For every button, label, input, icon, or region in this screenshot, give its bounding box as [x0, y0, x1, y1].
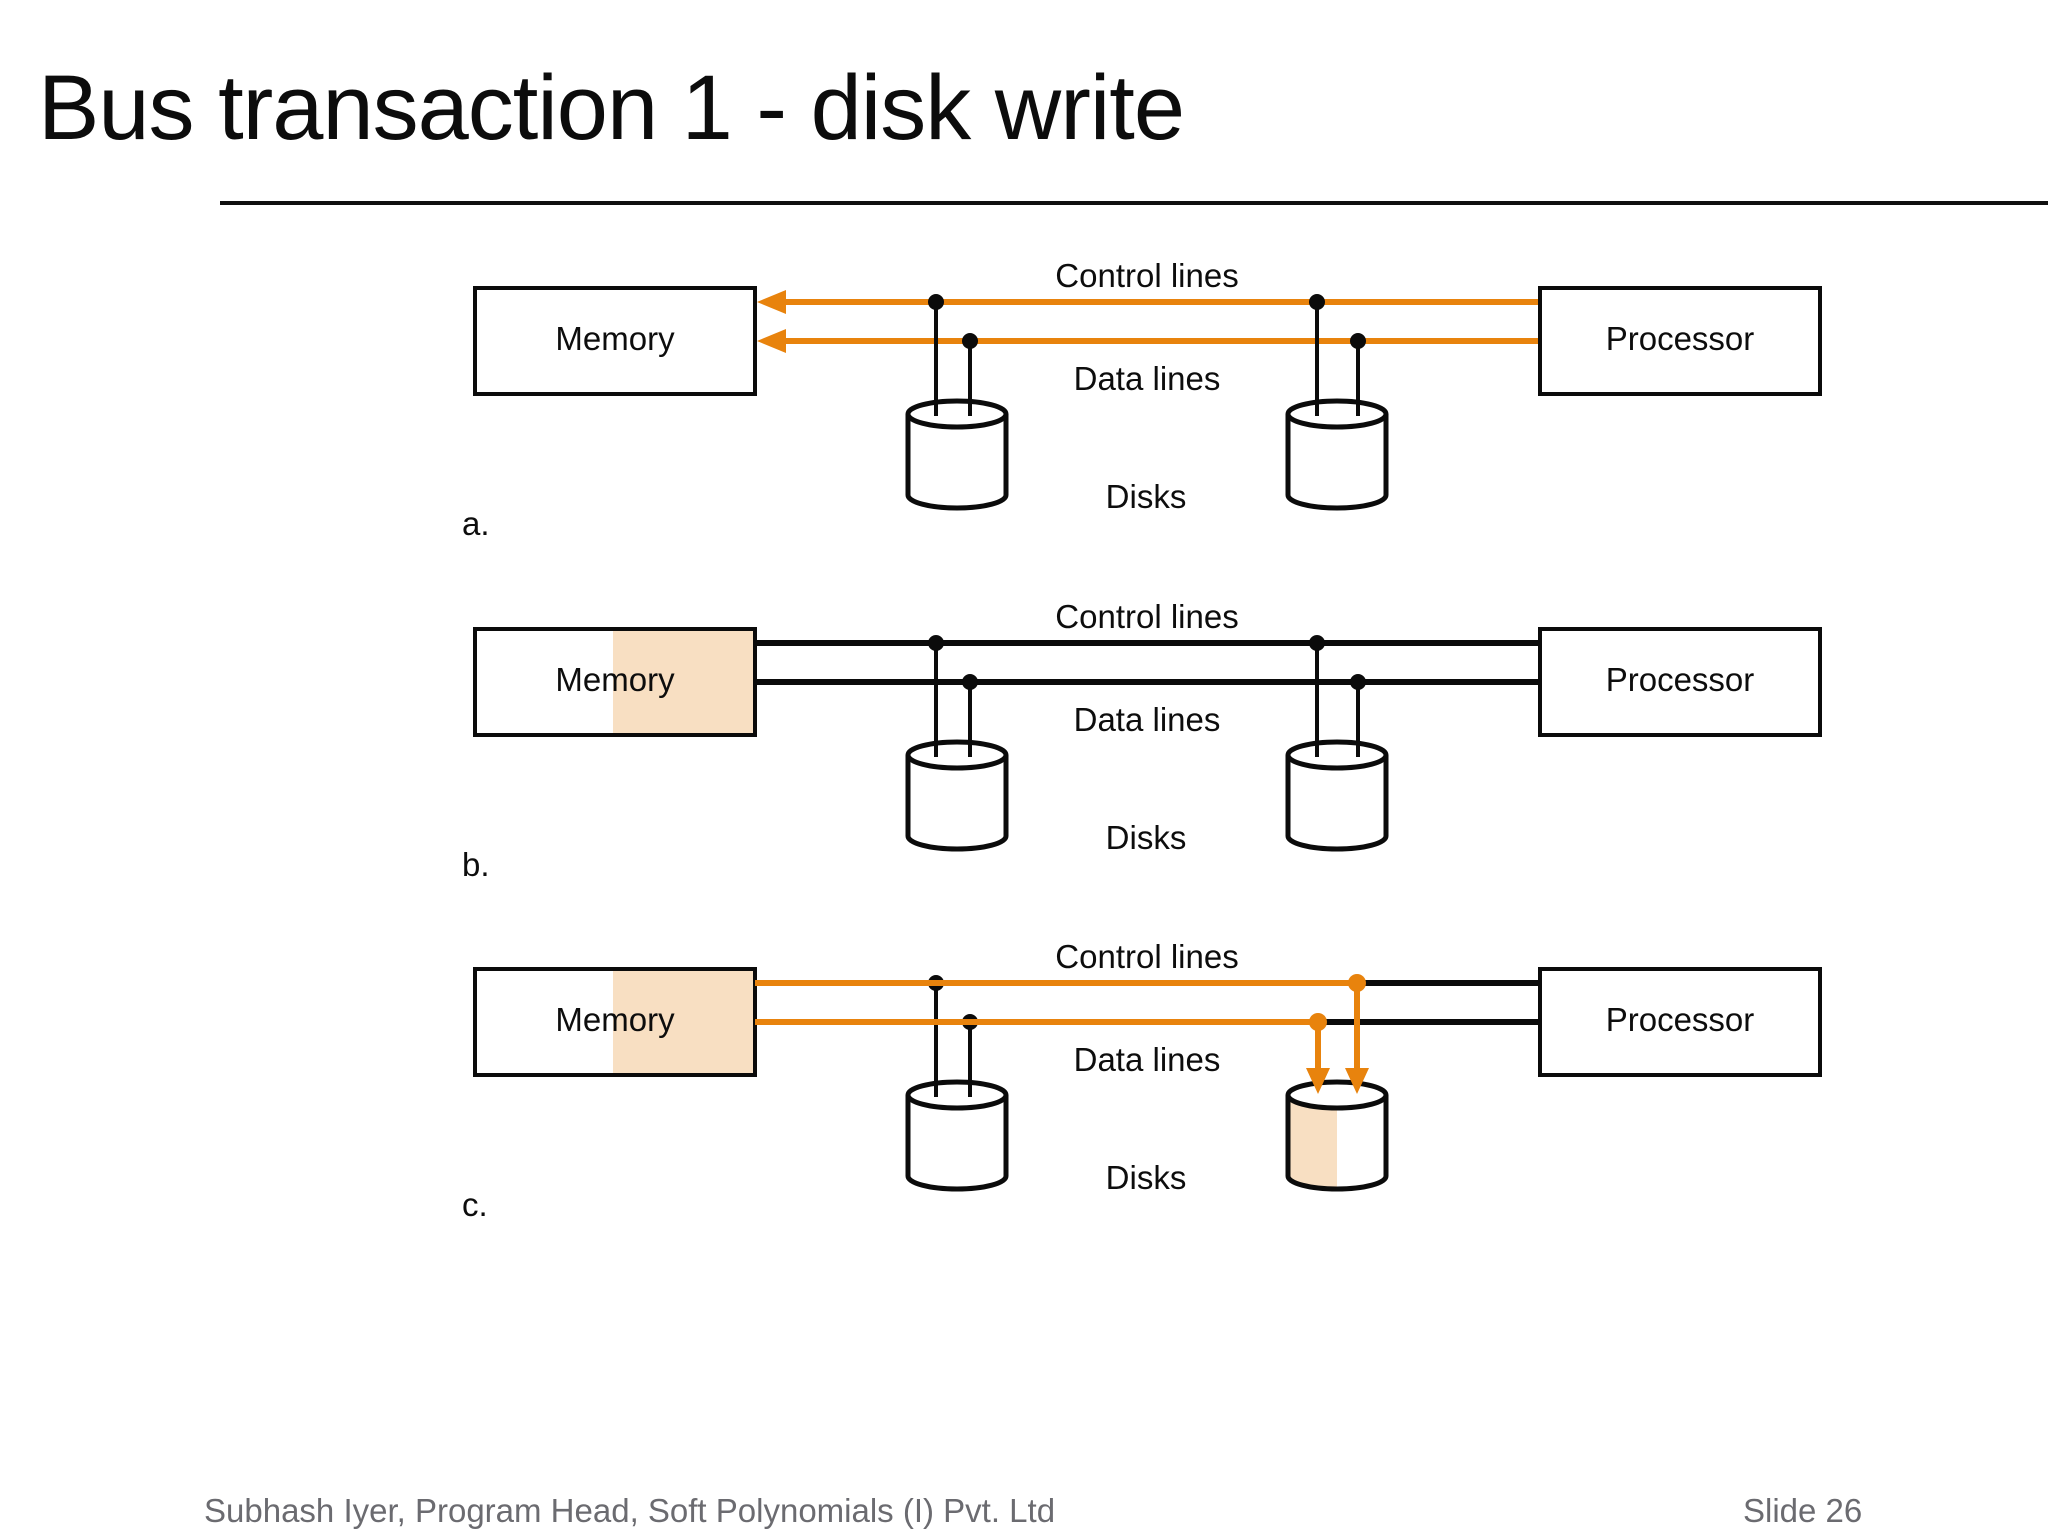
junction-dot	[1350, 333, 1366, 349]
processor-label: Processor	[1605, 1001, 1755, 1038]
arrow-left-icon	[757, 290, 786, 314]
processor-box-b	[1538, 627, 1822, 737]
disks-label: Disks	[1105, 478, 1187, 515]
disk-icon	[905, 1079, 1009, 1192]
diagram-letter-c: c.	[462, 1186, 488, 1223]
memory-label: Memory	[555, 661, 675, 698]
data-lines-label: Data lines	[1073, 1041, 1221, 1078]
diagram-c-wires	[755, 974, 1540, 1192]
diagram-letter-a: a.	[462, 505, 490, 542]
disks-label: Disks	[1105, 819, 1187, 856]
processor-box-c	[1538, 967, 1822, 1077]
memory-label: Memory	[555, 320, 675, 357]
diagram-b-wires	[755, 635, 1540, 852]
disks-label: Disks	[1105, 1159, 1187, 1196]
disk-icon	[905, 739, 1009, 852]
disk-icon	[1285, 398, 1389, 511]
junction-dot	[1309, 635, 1325, 651]
arrow-down-icon	[1306, 1068, 1330, 1094]
disk-icon	[905, 398, 1009, 511]
page-title: Bus transaction 1 - disk write	[38, 57, 1185, 159]
junction-dot	[1350, 674, 1366, 690]
junction-dot	[962, 333, 978, 349]
junction-dot	[962, 674, 978, 690]
memory-highlight-c	[613, 971, 753, 1073]
processor-label: Processor	[1605, 661, 1755, 698]
junction-dot	[928, 294, 944, 310]
disk-icon-highlighted	[1285, 1079, 1389, 1192]
title-underline	[220, 201, 2048, 205]
processor-label: Processor	[1605, 320, 1755, 357]
junction-dot	[1309, 294, 1325, 310]
slide-number: Slide 26	[1743, 1492, 1863, 1529]
junction-dot	[928, 635, 944, 651]
memory-label: Memory	[555, 1001, 675, 1038]
data-lines-label: Data lines	[1073, 701, 1221, 738]
arrow-down-icon	[1345, 1068, 1369, 1094]
footer-credit: Subhash Iyer, Program Head, Soft Polynom…	[204, 1492, 1056, 1529]
processor-box-a	[1538, 286, 1822, 396]
memory-highlight-b	[613, 631, 753, 733]
arrow-left-icon	[757, 329, 786, 353]
diagram-a-wires	[757, 290, 1538, 511]
control-lines-label: Control lines	[1055, 598, 1239, 635]
disk-icon	[1285, 739, 1389, 852]
memory-box-a	[473, 286, 757, 396]
diagram-letter-b: b.	[462, 846, 490, 883]
control-lines-label: Control lines	[1055, 257, 1239, 294]
control-lines-label: Control lines	[1055, 938, 1239, 975]
data-lines-label: Data lines	[1073, 360, 1221, 397]
